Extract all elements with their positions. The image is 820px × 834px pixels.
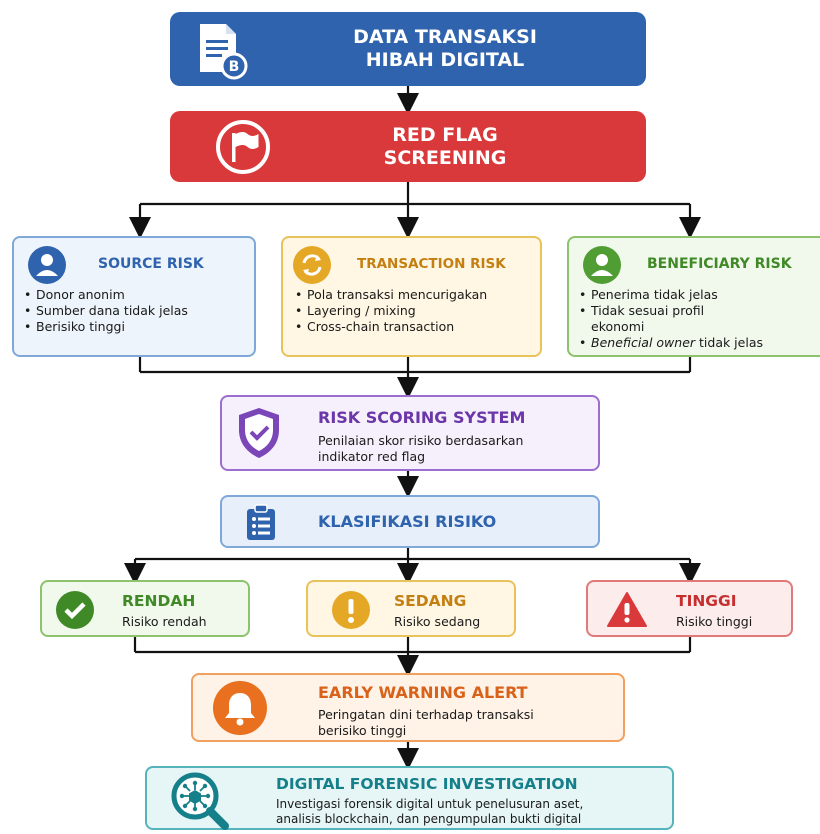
exclamation-icon	[332, 591, 370, 633]
user-icon	[28, 246, 66, 288]
data-transaksi-title: DATA TRANSAKSI HIBAH DIGITAL	[280, 26, 610, 72]
red-flag-title: RED FLAG SCREENING	[280, 124, 610, 170]
data-transaksi-box: B DATA TRANSAKSI HIBAH DIGITAL	[170, 12, 646, 86]
data-title-line1: DATA TRANSAKSI	[353, 26, 537, 48]
risk-scoring-box: RISK SCORING SYSTEM Penilaian skor risik…	[220, 395, 600, 471]
risk-scoring-title: RISK SCORING SYSTEM	[318, 408, 526, 427]
risk-scoring-desc-line2: indikator red flag	[318, 449, 426, 464]
risk-scoring-desc-line1: Penilaian skor risiko berdasarkan	[318, 433, 524, 448]
shield-check-icon	[236, 406, 282, 464]
red-flag-screening-box: RED FLAG SCREENING	[170, 111, 646, 182]
early-warning-desc-line2: berisiko tinggi	[318, 723, 407, 738]
rendah-desc: Risiko rendah	[122, 614, 207, 629]
list-item: Cross-chain transaction	[293, 319, 487, 335]
tinggi-box: TINGGI Risiko tinggi	[586, 580, 793, 637]
refresh-icon	[293, 246, 331, 288]
early-warning-title: EARLY WARNING ALERT	[318, 683, 528, 702]
data-title-line2: HIBAH DIGITAL	[365, 49, 525, 71]
list-item: Pola transaksi mencurigakan	[293, 287, 487, 303]
list-item: Layering / mixing	[293, 303, 487, 319]
clipboard-list-icon	[244, 504, 278, 546]
beneficial-owner-italic: Beneficial owner	[591, 335, 696, 350]
forensic-desc-line2: analisis blockchain, dan pengumpulan buk…	[276, 812, 582, 826]
early-warning-desc: Peringatan dini terhadap transaksi beris…	[318, 707, 534, 739]
forensic-desc: Investigasi forensik digital untuk penel…	[276, 797, 583, 827]
beneficiary-risk-list: Penerima tidak jelas Tidak sesuai profil…	[577, 287, 763, 351]
list-item-continuation: ekonomi	[577, 319, 763, 335]
early-warning-box: EARLY WARNING ALERT Peringatan dini terh…	[191, 673, 625, 742]
list-item: Donor anonim	[22, 287, 188, 303]
risk-scoring-desc: Penilaian skor risiko berdasarkan indika…	[318, 433, 523, 465]
transaction-risk-box: TRANSACTION RISK Pola transaksi mencurig…	[281, 236, 542, 357]
source-risk-list: Donor anonim Sumber dana tidak jelas Ber…	[22, 287, 188, 335]
svg-text:B: B	[229, 59, 240, 75]
beneficiary-risk-box: BENEFICIARY RISK Penerima tidak jelas Ti…	[567, 236, 820, 357]
red-flag-line1: RED FLAG	[392, 124, 498, 146]
list-item: Penerima tidak jelas	[577, 287, 763, 303]
user-icon	[583, 246, 621, 288]
digital-forensic-box: DIGITAL FORENSIC INVESTIGATION Investiga…	[145, 766, 674, 830]
tinggi-title: TINGGI	[676, 592, 737, 610]
source-risk-title: SOURCE RISK	[98, 256, 204, 272]
beneficiary-risk-title: BENEFICIARY RISK	[647, 256, 792, 272]
forensic-desc-line1: Investigasi forensik digital untuk penel…	[276, 797, 584, 811]
list-item: Berisiko tinggi	[22, 319, 188, 335]
source-risk-box: SOURCE RISK Donor anonim Sumber dana tid…	[12, 236, 256, 357]
sedang-desc: Risiko sedang	[394, 614, 481, 629]
list-item: Tidak sesuai profil	[577, 303, 763, 319]
bell-icon	[213, 681, 267, 739]
sedang-box: SEDANG Risiko sedang	[306, 580, 516, 637]
forensic-title: DIGITAL FORENSIC INVESTIGATION	[276, 775, 578, 793]
list-item: Beneficial owner tidak jelas	[577, 335, 763, 351]
klasifikasi-title: KLASIFIKASI RISIKO	[318, 512, 497, 531]
check-circle-icon	[56, 591, 94, 633]
red-flag-line2: SCREENING	[383, 147, 507, 169]
early-warning-desc-line1: Peringatan dini terhadap transaksi	[318, 707, 534, 722]
tinggi-desc: Risiko tinggi	[676, 614, 753, 629]
document-bitcoin-icon: B	[192, 20, 254, 86]
transaction-risk-title: TRANSACTION RISK	[357, 256, 506, 272]
rendah-title: RENDAH	[122, 592, 196, 610]
klasifikasi-risiko-box: KLASIFIKASI RISIKO	[220, 495, 600, 548]
list-item-continuation-text: ekonomi	[591, 319, 645, 334]
sedang-title: SEDANG	[394, 592, 467, 610]
list-item: Sumber dana tidak jelas	[22, 303, 188, 319]
warning-triangle-icon	[606, 591, 648, 633]
magnifier-network-icon	[169, 770, 231, 834]
rendah-box: RENDAH Risiko rendah	[40, 580, 250, 637]
transaction-risk-list: Pola transaksi mencurigakan Layering / m…	[293, 287, 487, 335]
beneficial-owner-rest: tidak jelas	[695, 335, 763, 350]
flag-icon	[214, 118, 272, 180]
